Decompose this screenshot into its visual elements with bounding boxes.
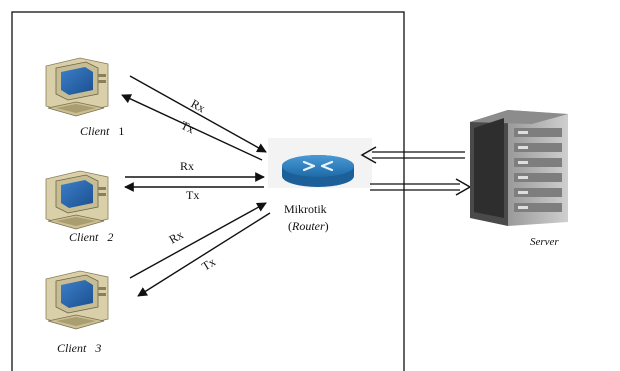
- server-rack-icon: [470, 110, 568, 226]
- client-1-rx-arrow: [129, 75, 267, 153]
- client-1-tx-arrow: [121, 94, 263, 161]
- server-label: Server: [530, 236, 559, 248]
- lan-boundary: [11, 11, 405, 371]
- client-3-rx-arrow: [129, 202, 267, 279]
- client-3-tx-label: Tx: [199, 255, 218, 274]
- client-2-number: 2: [107, 230, 113, 244]
- client-2-rx-label: Rx: [180, 159, 194, 173]
- router-icon: [268, 138, 372, 188]
- client-1-tx-label: Tx: [179, 118, 197, 136]
- server-to-router-arrow: [360, 146, 465, 164]
- client-1-rx-label: Rx: [189, 96, 208, 115]
- router-name: Mikrotik: [284, 202, 327, 216]
- client-3-tx-arrow: [137, 212, 271, 297]
- router-paren-open: (: [288, 219, 292, 233]
- client-3-number: 3: [94, 341, 101, 355]
- client-2-name: Client: [69, 230, 99, 244]
- client-1-computer-icon: [45, 57, 109, 117]
- client-3-name: Client: [57, 341, 87, 355]
- router-type-label: (Router): [288, 219, 329, 233]
- client-1-label: Client 1: [80, 124, 124, 138]
- client-3-label: Client 3: [57, 341, 101, 355]
- router-to-server-arrow: [370, 178, 472, 196]
- router-paren-close: ): [325, 219, 329, 233]
- client-2-tx-label: Tx: [186, 188, 199, 202]
- client-3-rx-label: Rx: [167, 227, 186, 246]
- client-2-label: Client 2: [69, 230, 113, 244]
- client-1-name: Client: [80, 124, 110, 138]
- client-1-number: 1: [118, 124, 124, 138]
- client-3-computer-icon: [45, 270, 109, 330]
- router-type: Router: [291, 219, 325, 233]
- client-2-computer-icon: [45, 170, 109, 230]
